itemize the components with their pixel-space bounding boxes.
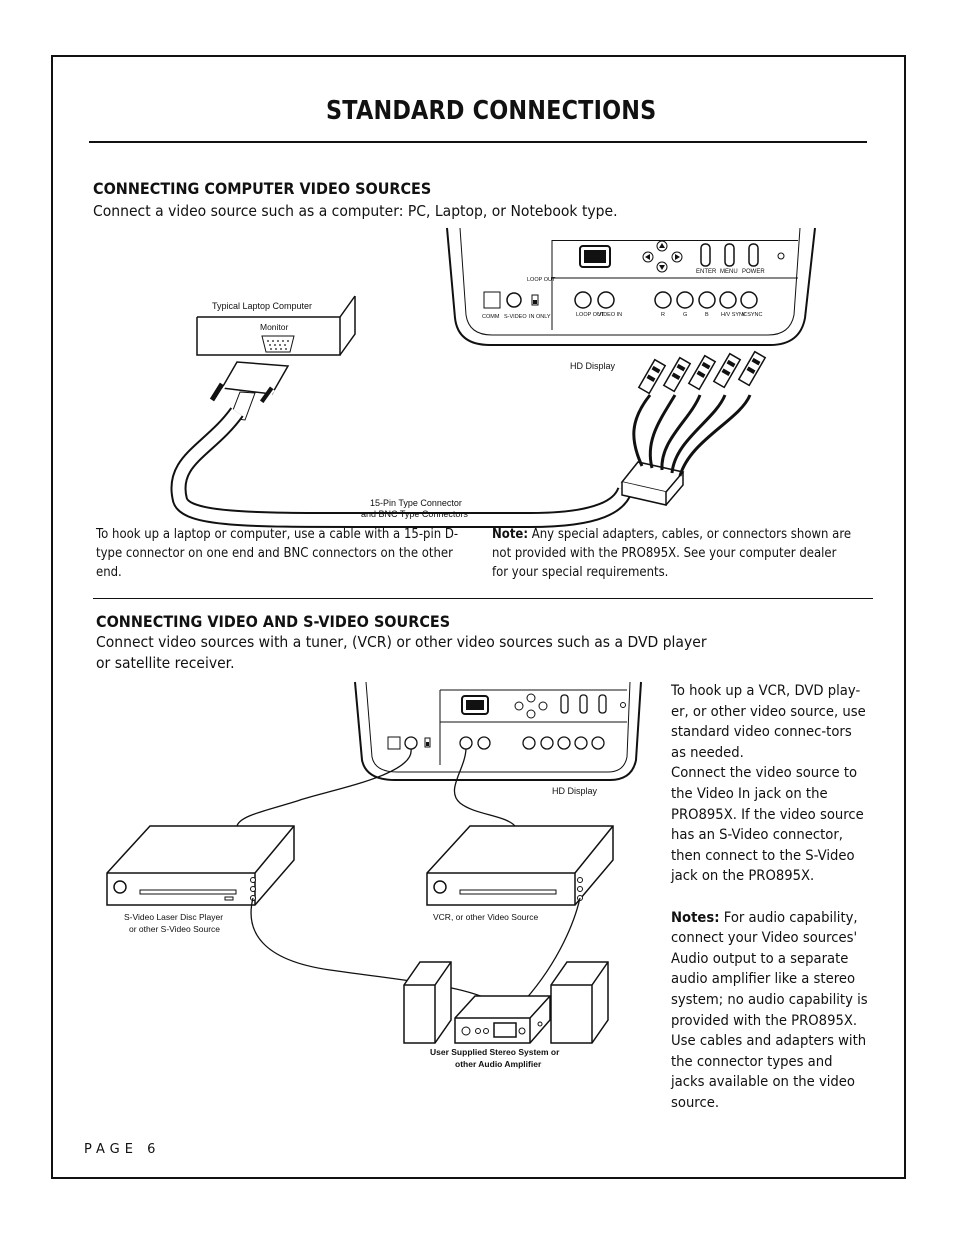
- label-b: B: [705, 312, 709, 318]
- label-laptop: Typical Laptop Computer: [212, 301, 312, 311]
- video-cable: [453, 748, 516, 827]
- hd-display-outline: [446, 227, 816, 346]
- ld-audio-cable: [250, 897, 491, 1001]
- note-label: Note:: [492, 527, 529, 542]
- label-power: POWER: [742, 269, 765, 275]
- power-button-icon: [748, 243, 759, 267]
- notes-text: For audio capability, connect your Video…: [671, 909, 868, 1111]
- label-stereo-1: User Supplied Stereo System or: [430, 1047, 560, 1057]
- svideo-jack-icon: [506, 292, 522, 308]
- loop-out-jack-icon: [574, 291, 592, 309]
- label-comm: COMM: [482, 314, 500, 320]
- label-ld-2: or other S-Video Source: [129, 924, 220, 934]
- stereo-system: [403, 961, 609, 1044]
- label-enter: ENTER: [696, 269, 717, 275]
- label-hv-sync: H/V SYNC: [721, 312, 747, 318]
- vcr-audio-cable: [524, 897, 581, 1001]
- vga-port-icon: [261, 335, 295, 353]
- label-g: G: [683, 312, 687, 318]
- label-ld-1: S-Video Laser Disc Player: [124, 912, 223, 922]
- v-sync-jack-icon: [740, 291, 758, 309]
- section1-heading: CONNECTING COMPUTER VIDEO SOURCES: [93, 179, 432, 198]
- bnc-connectors-icon: [637, 350, 767, 395]
- section-divider: [93, 598, 873, 599]
- r-jack-icon: [654, 291, 672, 309]
- bnc-cables: [632, 394, 752, 477]
- label-r: R: [661, 312, 665, 318]
- label-hd-display-2: HD Display: [552, 786, 598, 796]
- label-loop-out: LOOP OUT: [527, 277, 556, 283]
- section2-lead-2: or satellite receiver.: [96, 654, 235, 672]
- video-in-jack-icon: [597, 291, 615, 309]
- section1-note: Note: Any special adapters, cables, or c…: [492, 525, 856, 582]
- page-title: STANDARD CONNECTIONS: [326, 96, 657, 126]
- laptop-body: [196, 317, 341, 356]
- section2-lead-1: Connect video sources with a tuner, (VCR…: [96, 633, 707, 651]
- section2-side-text: To hook up a VCR, DVD play-er, or other …: [671, 681, 869, 1113]
- menu-button-icon: [724, 243, 735, 267]
- title-rule: [89, 141, 867, 143]
- laser-disc-player: [106, 825, 295, 906]
- page-number: PAGE 6: [84, 1142, 161, 1157]
- label-in-only: IN ONLY: [529, 314, 551, 320]
- svideo-cable: [236, 748, 412, 827]
- g-jack-icon: [676, 291, 694, 309]
- comm-port-icon: [483, 291, 501, 309]
- vcr: [426, 825, 614, 906]
- label-stereo-2: other Audio Amplifier: [455, 1059, 542, 1069]
- side-paragraph-2: Connect the video source to the Video In…: [671, 765, 864, 885]
- vga-plug-icon: [220, 361, 290, 395]
- note-text: Any special adapters, cables, or connect…: [492, 527, 852, 580]
- page-frame: [51, 55, 906, 1179]
- label-loop-out-2: LOOP OUT: [576, 312, 605, 318]
- hd-display-panel: [459, 227, 801, 336]
- label-menu: MENU: [720, 269, 738, 275]
- section1-left-text: To hook up a laptop or computer, use a c…: [96, 527, 459, 580]
- b-jack-icon: [698, 291, 716, 309]
- label-connector-1: 15-Pin Type Connector: [370, 498, 462, 508]
- computer-connection-diagram: ENTER MENU POWER LOOP OUT COMM S-VIDEO I…: [170, 227, 816, 528]
- label-video-in: VIDEO IN: [598, 312, 622, 318]
- hv-sync-jack-icon: [719, 291, 737, 309]
- label-hd-display: HD Display: [570, 361, 616, 371]
- label-vcr: VCR, or other Video Source: [433, 912, 538, 922]
- side-paragraph-1: To hook up a VCR, DVD play-er, or other …: [671, 683, 866, 761]
- notes-label: Notes:: [671, 909, 720, 926]
- label-monitor: Monitor: [260, 322, 289, 332]
- label-connector-2: and BNC Type Connectors: [361, 509, 468, 519]
- section2-heading: CONNECTING VIDEO AND S-VIDEO SOURCES: [96, 612, 451, 631]
- hd-display-2-outline: [354, 681, 642, 781]
- side-notes: Notes: For audio capability, connect you…: [671, 908, 869, 1114]
- label-v-sync: V SYNC: [742, 312, 763, 318]
- label-svideo: S-VIDEO: [504, 314, 527, 320]
- section1-lead: Connect a video source such as a compute…: [93, 202, 618, 220]
- arrow-keys-icon: [642, 240, 683, 273]
- enter-button-icon: [700, 243, 711, 267]
